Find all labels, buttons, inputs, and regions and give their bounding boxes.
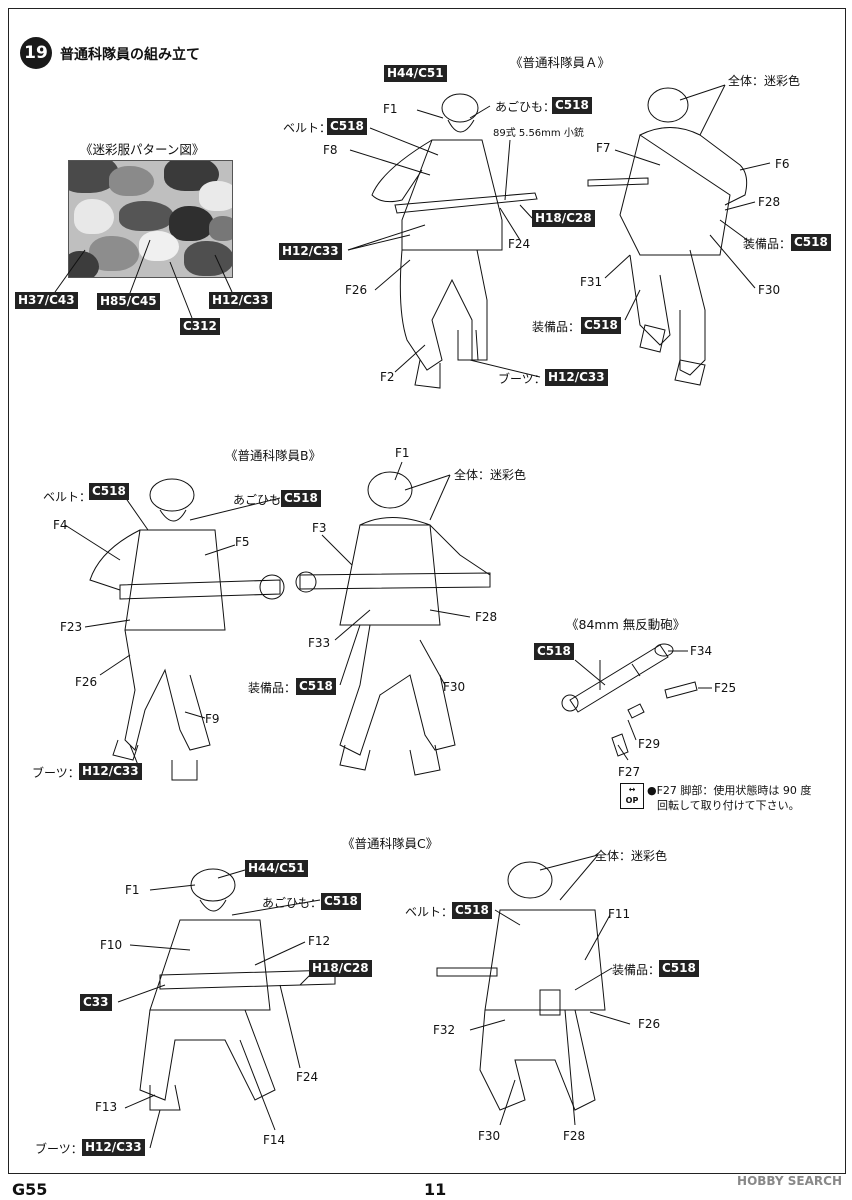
recoilless-f29: F29	[638, 737, 661, 751]
soldier-a-equip2-paint: C518	[581, 317, 621, 334]
soldier-c-equip-paint: C518	[659, 960, 699, 977]
soldier-a-f28: F28	[758, 195, 781, 209]
soldier-b-f23: F23	[60, 620, 83, 634]
soldier-c-f14: F14	[263, 1133, 286, 1147]
soldier-b-boots-paint: H12/C33	[79, 763, 142, 780]
soldier-c-chinstrap-label: あごひも：	[262, 896, 323, 910]
soldier-b-equip-paint: C518	[296, 678, 336, 695]
recoilless-rifle-diagram	[561, 643, 698, 757]
soldier-b-equip-label: 装備品：	[248, 681, 297, 695]
soldier-b-f5: F5	[235, 535, 250, 549]
soldier-b-belt-paint: C518	[89, 483, 129, 500]
soldier-a-front-figure	[371, 93, 538, 389]
soldier-c-helmet-paint: H44/C51	[245, 860, 308, 877]
camo-callout-1: H37/C43	[15, 292, 78, 309]
soldier-b-f33: F33	[308, 636, 331, 650]
soldier-a-f24: F24	[508, 237, 531, 251]
soldier-a-equip-paint: C518	[791, 234, 831, 251]
soldier-a-f26: F26	[345, 283, 368, 297]
soldier-c-f32: F32	[433, 1023, 456, 1037]
soldier-a-boots-paint: H12/C33	[545, 369, 608, 386]
camo-pattern-swatch	[68, 160, 233, 278]
soldier-a-helmet-paint: H44/C51	[384, 65, 447, 82]
soldier-a-rifle-paint: H18/C28	[532, 210, 595, 227]
soldier-c-f10: F10	[100, 938, 123, 952]
soldier-b-f30: F30	[443, 680, 466, 694]
soldier-a-f30: F30	[758, 283, 781, 297]
soldier-b-f4: F4	[53, 518, 68, 532]
watermark: HOBBY SEARCH	[737, 1174, 842, 1188]
soldier-c-chinstrap-paint: C518	[321, 893, 361, 910]
recoilless-title: 《84mm 無反動砲》	[566, 617, 686, 632]
step-number-badge: 19	[20, 37, 52, 69]
soldier-a-back-figure	[587, 87, 748, 386]
soldier-b-f28: F28	[475, 610, 498, 624]
soldier-a-chinstrap-paint: C518	[552, 97, 592, 114]
soldier-b-front-figure	[89, 478, 285, 781]
soldier-c-title: 《普通科隊員C》	[342, 836, 439, 851]
recoilless-f25: F25	[714, 681, 737, 695]
recoilless-note-line1: ●F27 脚部：使用状態時は 90 度	[647, 784, 812, 797]
soldier-a-f31: F31	[580, 275, 603, 289]
soldier-a-title: 《普通科隊員Ａ》	[510, 55, 611, 70]
soldier-a-belt-paint: C518	[327, 118, 367, 135]
soldier-b-back-figure	[295, 471, 491, 776]
soldier-a-f8: F8	[323, 143, 338, 157]
soldier-b-f26: F26	[75, 675, 98, 689]
soldier-c-boots-label: ブーツ：	[35, 1142, 83, 1156]
step-title: 普通科隊員の組み立て	[60, 47, 200, 63]
soldier-b-boots-label: ブーツ：	[32, 766, 80, 780]
soldier-c-boots-paint: H12/C33	[82, 1139, 145, 1156]
soldier-c-belt-label: ベルト：	[405, 905, 454, 919]
soldier-a-rifle-label: 89式 5.56mm 小銃	[493, 128, 584, 139]
soldier-b-f1: F1	[395, 446, 410, 460]
camo-pattern-title: 《迷彩服パターン図》	[80, 142, 205, 157]
soldier-a-back-all-label: 全体：迷彩色	[728, 74, 801, 88]
soldier-a-equip-label: 装備品：	[743, 237, 792, 251]
soldier-c-rifle-paint: H18/C28	[309, 960, 372, 977]
soldier-c-f1: F1	[125, 883, 140, 897]
soldier-a-chinstrap-label: あごひも：	[495, 100, 556, 114]
soldier-a-f2: F2	[380, 370, 395, 384]
recoilless-f34: F34	[690, 644, 713, 658]
soldier-a-f6: F6	[775, 157, 790, 171]
camo-callout-4: H12/C33	[209, 292, 272, 309]
soldier-a-equip2-label: 装備品：	[532, 320, 581, 334]
recoilless-f27: F27	[618, 765, 641, 779]
page-border	[8, 8, 846, 1174]
soldier-c-belt-paint: C518	[452, 902, 492, 919]
soldier-c-front-figure	[139, 868, 336, 1111]
soldier-c-f24: F24	[296, 1070, 319, 1084]
soldier-c-f12: F12	[308, 934, 331, 948]
soldier-b-title: 《普通科隊員B》	[225, 448, 322, 463]
soldier-b-belt-label: ベルト：	[43, 490, 92, 504]
soldier-c-f26: F26	[638, 1017, 661, 1031]
soldier-c-equip-label: 装備品：	[612, 963, 661, 977]
soldier-b-back-all-label: 全体：迷彩色	[454, 468, 527, 482]
soldier-a-f1: F1	[383, 102, 398, 116]
soldier-b-chinstrap-paint: C518	[281, 490, 321, 507]
soldier-a-pouch-paint: H12/C33	[279, 243, 342, 260]
soldier-a-f7: F7	[596, 141, 611, 155]
soldier-a-boots-label: ブーツ：	[498, 372, 546, 386]
op-rotate-icon: ↔OP	[620, 783, 644, 809]
soldier-b-f9: F9	[205, 712, 220, 726]
soldier-c-f11: F11	[608, 907, 631, 921]
product-code: G55	[12, 1180, 48, 1199]
soldier-c-f28: F28	[563, 1129, 586, 1143]
soldier-c-back-all-label: 全体：迷彩色	[595, 849, 668, 863]
soldier-c-back-figure	[436, 861, 606, 1111]
page-number: 11	[424, 1180, 447, 1199]
soldier-b-chinstrap-label: あごひも：	[233, 493, 294, 507]
soldier-b-f3: F3	[312, 521, 327, 535]
camo-callout-2: H85/C45	[97, 293, 160, 310]
soldier-c-c33-paint: C33	[80, 994, 112, 1011]
recoilless-paint: C518	[534, 643, 574, 660]
camo-callout-3: C312	[180, 318, 220, 335]
soldier-a-belt-label: ベルト：	[283, 121, 332, 135]
soldier-c-f13: F13	[95, 1100, 118, 1114]
recoilless-note-line2: 回転して取り付けて下さい。	[657, 799, 800, 812]
soldier-c-f30: F30	[478, 1129, 501, 1143]
